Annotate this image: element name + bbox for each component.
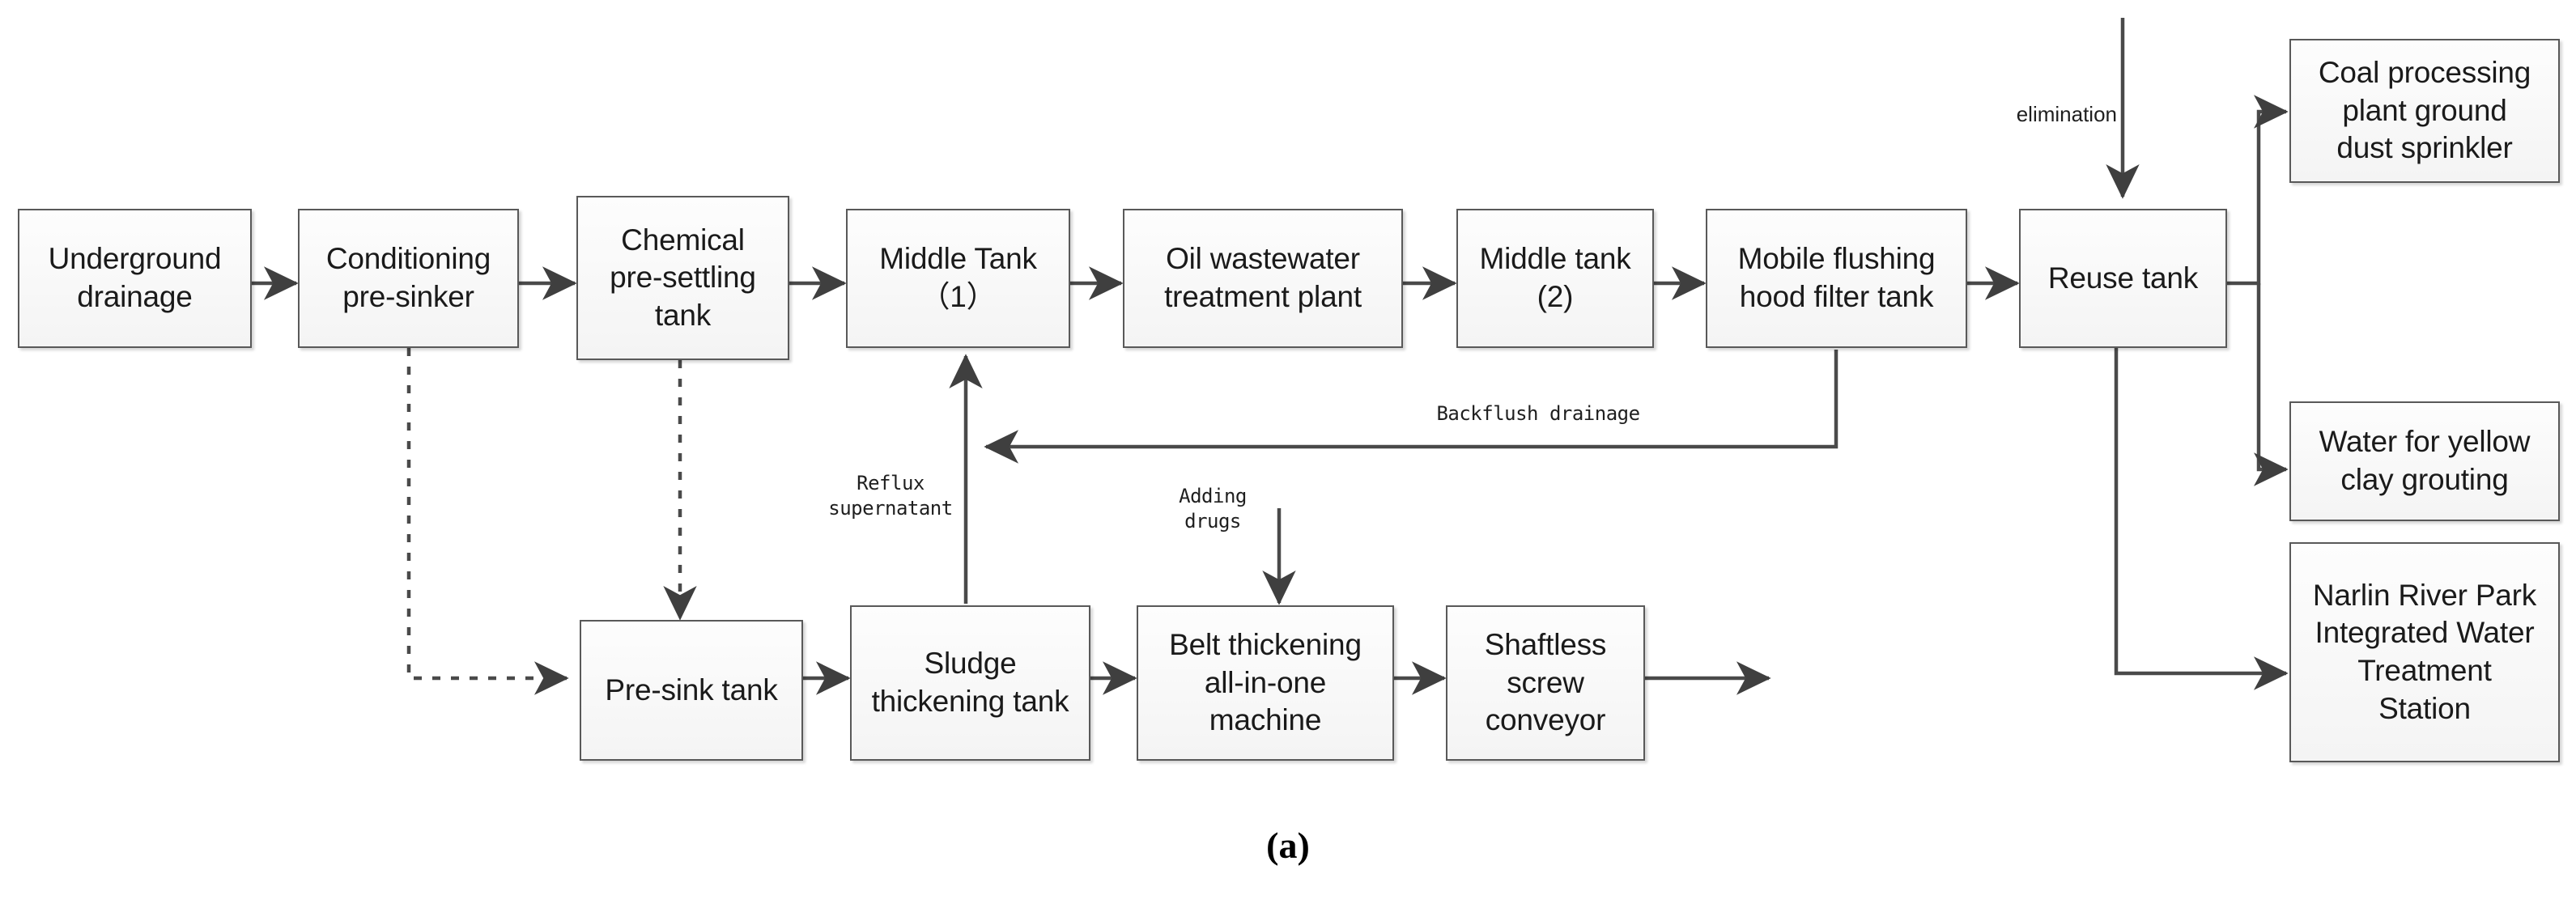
edge-reuse-to-narlin [2114,348,2289,690]
node-water-for-yellow-clay-grouting[interactable]: Water for yellow clay grouting [2289,401,2560,521]
node-sludge-thickening-tank[interactable]: Sludge thickening tank [850,605,1090,761]
node-middle-tank-2[interactable]: Middle tank (2) [1456,209,1654,348]
node-shaftless-screw-conveyor[interactable]: Shaftless screw conveyor [1446,605,1645,761]
node-underground-drainage[interactable]: Underground drainage [18,209,252,348]
edge-reuse-to-yellow-clay [2253,283,2289,486]
node-oil-wastewater-treatment-plant[interactable]: Oil wastewater treatment plant [1123,209,1403,348]
node-mobile-flushing-hood-filter-tank[interactable]: Mobile flushing hood filter tank [1706,209,1967,348]
edge-label-elimination: elimination [2016,102,2117,126]
node-reuse-tank[interactable]: Reuse tank [2019,209,2227,348]
node-middle-tank-1[interactable]: Middle Tank （1） [846,209,1070,348]
node-belt-thickening-all-in-one-machine[interactable]: Belt thickening all-in-one machine [1137,605,1394,761]
figure-caption: (a) [1266,825,1310,866]
edge-backflush-drainage [984,350,1838,464]
edge-label-adding-drugs: Adding drugs [1179,485,1247,532]
edge-conditioning-to-presink-dashed [406,348,569,695]
node-conditioning-pre-sinker[interactable]: Conditioning pre-sinker [298,209,519,348]
edge-reuse-to-coal [2227,95,2289,286]
node-coal-processing-plant-ground-dust-sprinkler[interactable]: Coal processing plant ground dust sprink… [2289,39,2560,183]
edge-label-reflux-supernatant: Reflux supernatant [828,472,953,520]
node-chemical-pre-settling-tank[interactable]: Chemical pre-settling tank [576,196,789,360]
edge-label-backflush-drainage: Backflush drainage [1436,402,1640,425]
node-narlin-river-park-integrated-water-treatment-station[interactable]: Narlin River Park Integrated Water Treat… [2289,542,2560,762]
node-pre-sink-tank[interactable]: Pre-sink tank [580,620,803,761]
